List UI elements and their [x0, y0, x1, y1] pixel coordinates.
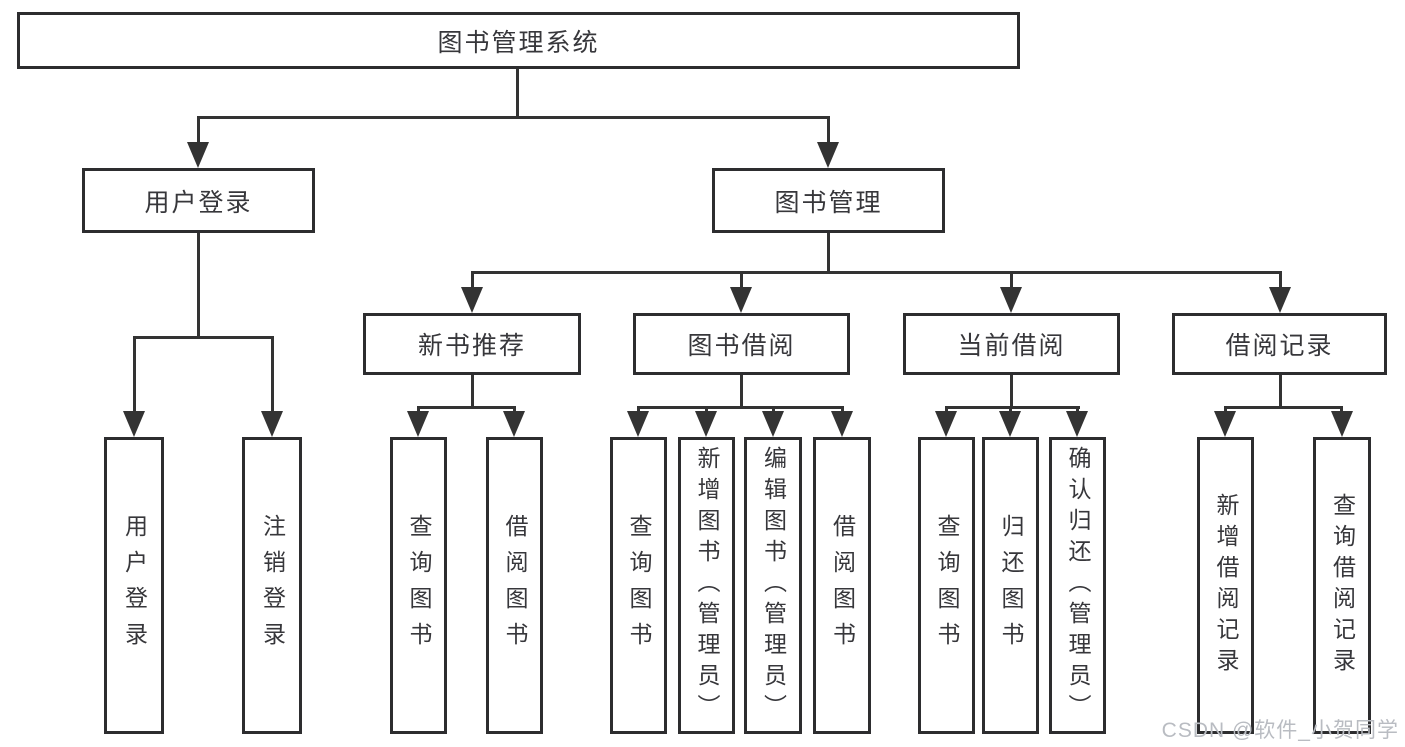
connector-mgmt-rail	[471, 271, 1282, 274]
leaf-recommend-borrow-books: 借阅图书	[486, 437, 543, 734]
leaf-current-confirm-return-admin: 确认归还（管理员）	[1049, 437, 1106, 734]
arrow-down-icon	[187, 142, 209, 168]
connector-login-rail	[133, 336, 274, 339]
connector-drop-current	[1010, 273, 1013, 289]
connector-current-stem	[1010, 375, 1013, 408]
connector-borrow-stem	[740, 375, 743, 408]
node-book-management: 图书管理	[712, 168, 945, 233]
connector-records-rail	[1224, 406, 1343, 409]
connector-recommend-rail	[417, 406, 516, 409]
arrow-down-icon	[762, 411, 784, 437]
node-book-borrow: 图书借阅	[633, 313, 850, 375]
leaf-user-login: 用户登录	[104, 437, 164, 734]
connector-drop-recommend	[471, 273, 474, 289]
leaf-borrow-borrow-books: 借阅图书	[813, 437, 871, 734]
connector-login-stem	[197, 233, 200, 338]
connector-root-rail	[197, 116, 830, 119]
connector-drop-borrow	[740, 273, 743, 289]
connector-borrow-rail	[637, 406, 844, 409]
arrow-down-icon	[999, 411, 1021, 437]
connector-recommend-stem	[471, 375, 474, 408]
arrow-down-icon	[461, 287, 483, 313]
arrow-down-icon	[627, 411, 649, 437]
node-borrow-records: 借阅记录	[1172, 313, 1387, 375]
leaf-records-query-record: 查询借阅记录	[1313, 437, 1371, 734]
arrow-down-icon	[1214, 411, 1236, 437]
connector-drop-leaf-user-login	[133, 338, 136, 412]
node-root-library-system: 图书管理系统	[17, 12, 1020, 69]
arrow-down-icon	[503, 411, 525, 437]
leaf-records-add-record: 新增借阅记录	[1197, 437, 1254, 734]
arrow-down-icon	[831, 411, 853, 437]
node-new-book-recommend: 新书推荐	[363, 313, 581, 375]
arrow-down-icon	[1331, 411, 1353, 437]
leaf-recommend-query-books: 查询图书	[390, 437, 447, 734]
arrow-down-icon	[1000, 287, 1022, 313]
connector-mgmt-stem	[827, 233, 830, 273]
arrow-down-icon	[123, 411, 145, 437]
arrow-down-icon	[261, 411, 283, 437]
arrow-down-icon	[935, 411, 957, 437]
arrow-down-icon	[407, 411, 429, 437]
connector-drop-records	[1279, 273, 1282, 289]
arrow-down-icon	[695, 411, 717, 437]
arrow-down-icon	[1269, 287, 1291, 313]
connector-drop-leaf-logout	[271, 338, 274, 412]
leaf-borrow-query-books: 查询图书	[610, 437, 667, 734]
connector-current-rail	[945, 406, 1080, 409]
leaf-current-return-books: 归还图书	[982, 437, 1039, 734]
leaf-logout: 注销登录	[242, 437, 302, 734]
connector-drop-user-login	[197, 118, 200, 144]
node-user-login: 用户登录	[82, 168, 315, 233]
arrow-down-icon	[730, 287, 752, 313]
leaf-borrow-edit-books-admin: 编辑图书（管理员）	[744, 437, 802, 734]
node-current-borrow: 当前借阅	[903, 313, 1120, 375]
watermark: CSDN @软件_小贺同学	[1161, 719, 1399, 742]
leaf-current-query-books: 查询图书	[918, 437, 975, 734]
arrow-down-icon	[1066, 411, 1088, 437]
leaf-borrow-add-books-admin: 新增图书（管理员）	[678, 437, 735, 734]
connector-drop-book-management	[827, 118, 830, 144]
connector-root-stem	[516, 69, 519, 118]
arrow-down-icon	[817, 142, 839, 168]
connector-records-stem	[1279, 375, 1282, 408]
